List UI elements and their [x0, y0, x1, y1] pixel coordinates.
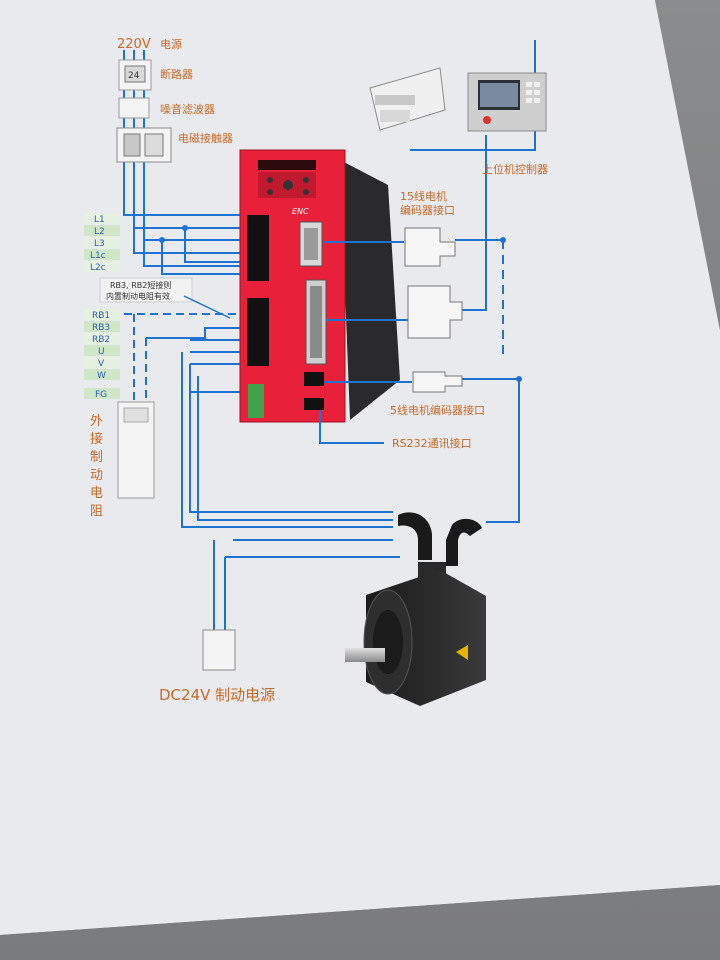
terminal-l2: L2 [94, 227, 105, 237]
terminal-l2c: L2c [90, 263, 106, 273]
noise-filter [118, 97, 150, 119]
svg-text:动: 动 [90, 468, 103, 483]
hmi-controller [467, 72, 547, 132]
main-terminal-labels: L1 L2 L3 L1c L2c [84, 213, 120, 273]
brake-supply-label: DC24V 制动电源 [159, 686, 275, 704]
note-line-1: RB3, RB2短接则 [110, 280, 171, 290]
terminal-w: W [97, 371, 106, 381]
note-line-2: 内置制动电阻有效 [106, 291, 170, 301]
encoder15-label-1: 15线电机 [400, 189, 447, 203]
terminal-l1: L1 [94, 215, 105, 225]
controller-label: 上位机控制器 [482, 162, 548, 176]
magnetic-contactor [116, 127, 172, 163]
svg-text:阻: 阻 [90, 504, 103, 519]
plc-controller [369, 67, 446, 131]
encoder15-label-2: 编码器接口 [400, 203, 455, 217]
terminal-v: V [98, 359, 105, 369]
motor-cable-connectors [398, 512, 482, 566]
svg-text:电: 电 [90, 486, 103, 501]
encoder-15-connector [404, 227, 463, 339]
svg-text:24: 24 [128, 71, 140, 81]
breaker-label: 断路器 [160, 67, 193, 81]
drive-brand: ENC [292, 207, 309, 216]
note-box: RB3, RB2短接则 内置制动电阻有效 [99, 277, 231, 319]
servo-motor [345, 562, 486, 706]
terminal-l1c: L1c [90, 251, 106, 261]
svg-text:外: 外 [90, 414, 103, 429]
encoder5-label: 5线电机编码器接口 [390, 403, 485, 417]
noise-filter-label: 噪音滤波器 [160, 102, 215, 116]
terminal-u: U [98, 347, 105, 357]
svg-text:制: 制 [90, 450, 103, 465]
external-brake-resistor [117, 401, 155, 499]
terminal-l3: L3 [94, 239, 105, 249]
terminal-fg: FG [95, 390, 107, 400]
output-wires [124, 313, 400, 630]
svg-text:接: 接 [90, 431, 103, 447]
terminal-rb1: RB1 [92, 311, 110, 321]
circuit-breaker: 24 [118, 59, 152, 91]
power-source-label: 电源 [160, 37, 182, 51]
terminal-rb2: RB2 [92, 335, 110, 345]
dc24v-power-supply [202, 629, 236, 671]
resistor-label: 外 接 制 动 电 阻 [90, 414, 103, 519]
voltage-label: 220V [117, 37, 151, 52]
contactor-label: 电磁接触器 [178, 131, 233, 145]
servo-drive: ENC [239, 149, 400, 423]
terminal-rb3: RB3 [92, 323, 110, 333]
rs232-label: RS232通讯接口 [392, 437, 472, 450]
output-terminal-labels: RB1 RB3 RB2 U V W FG [84, 309, 120, 400]
encoder-5-connector [412, 371, 463, 393]
